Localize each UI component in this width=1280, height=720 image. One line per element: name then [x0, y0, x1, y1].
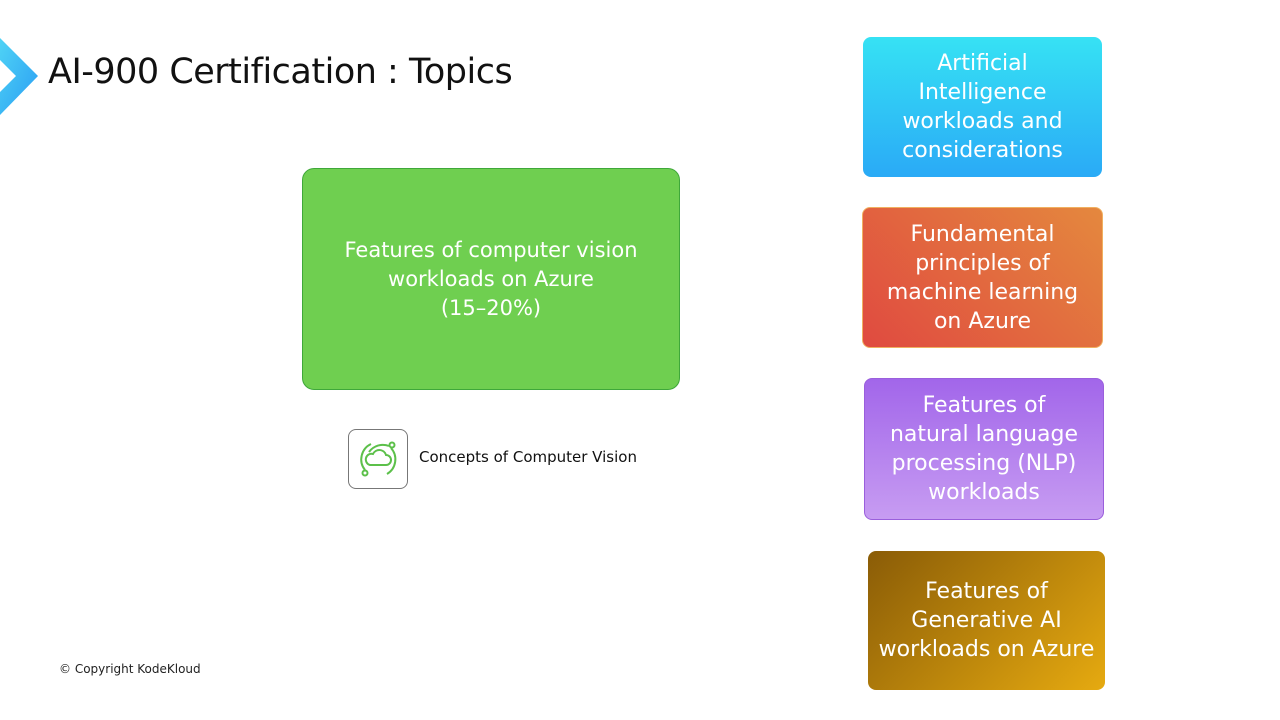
chevron-logo-icon [0, 38, 38, 115]
main-card-line: workloads on Azure [388, 266, 594, 291]
topic-card-ai-workloads: Artificial Intelligence workloads and co… [863, 37, 1102, 177]
copyright-text: © Copyright KodeKloud [59, 662, 201, 676]
computer-vision-card: Features of computer vision workloads on… [302, 168, 680, 390]
topic-card-machine-learning: Fundamental principles of machine learni… [862, 207, 1103, 348]
topic-card-text: Features of Generative AI workloads on A… [878, 579, 1095, 662]
concept-label: Concepts of Computer Vision [419, 448, 637, 466]
topic-card-text: Artificial Intelligence workloads and co… [902, 51, 1063, 163]
cloud-cycle-icon [360, 441, 397, 477]
concept-icon-box [348, 429, 408, 489]
topic-card-nlp: Features of natural language processing … [864, 378, 1104, 520]
main-card-line: Features of computer vision [344, 237, 638, 262]
topic-card-generative-ai: Features of Generative AI workloads on A… [868, 551, 1105, 690]
topic-card-text: Features of natural language processing … [889, 393, 1079, 505]
main-card-line: (15–20%) [440, 295, 542, 320]
slide-title: AI-900 Certification : Topics [48, 52, 513, 92]
topic-card-text: Fundamental principles of machine learni… [886, 221, 1079, 334]
